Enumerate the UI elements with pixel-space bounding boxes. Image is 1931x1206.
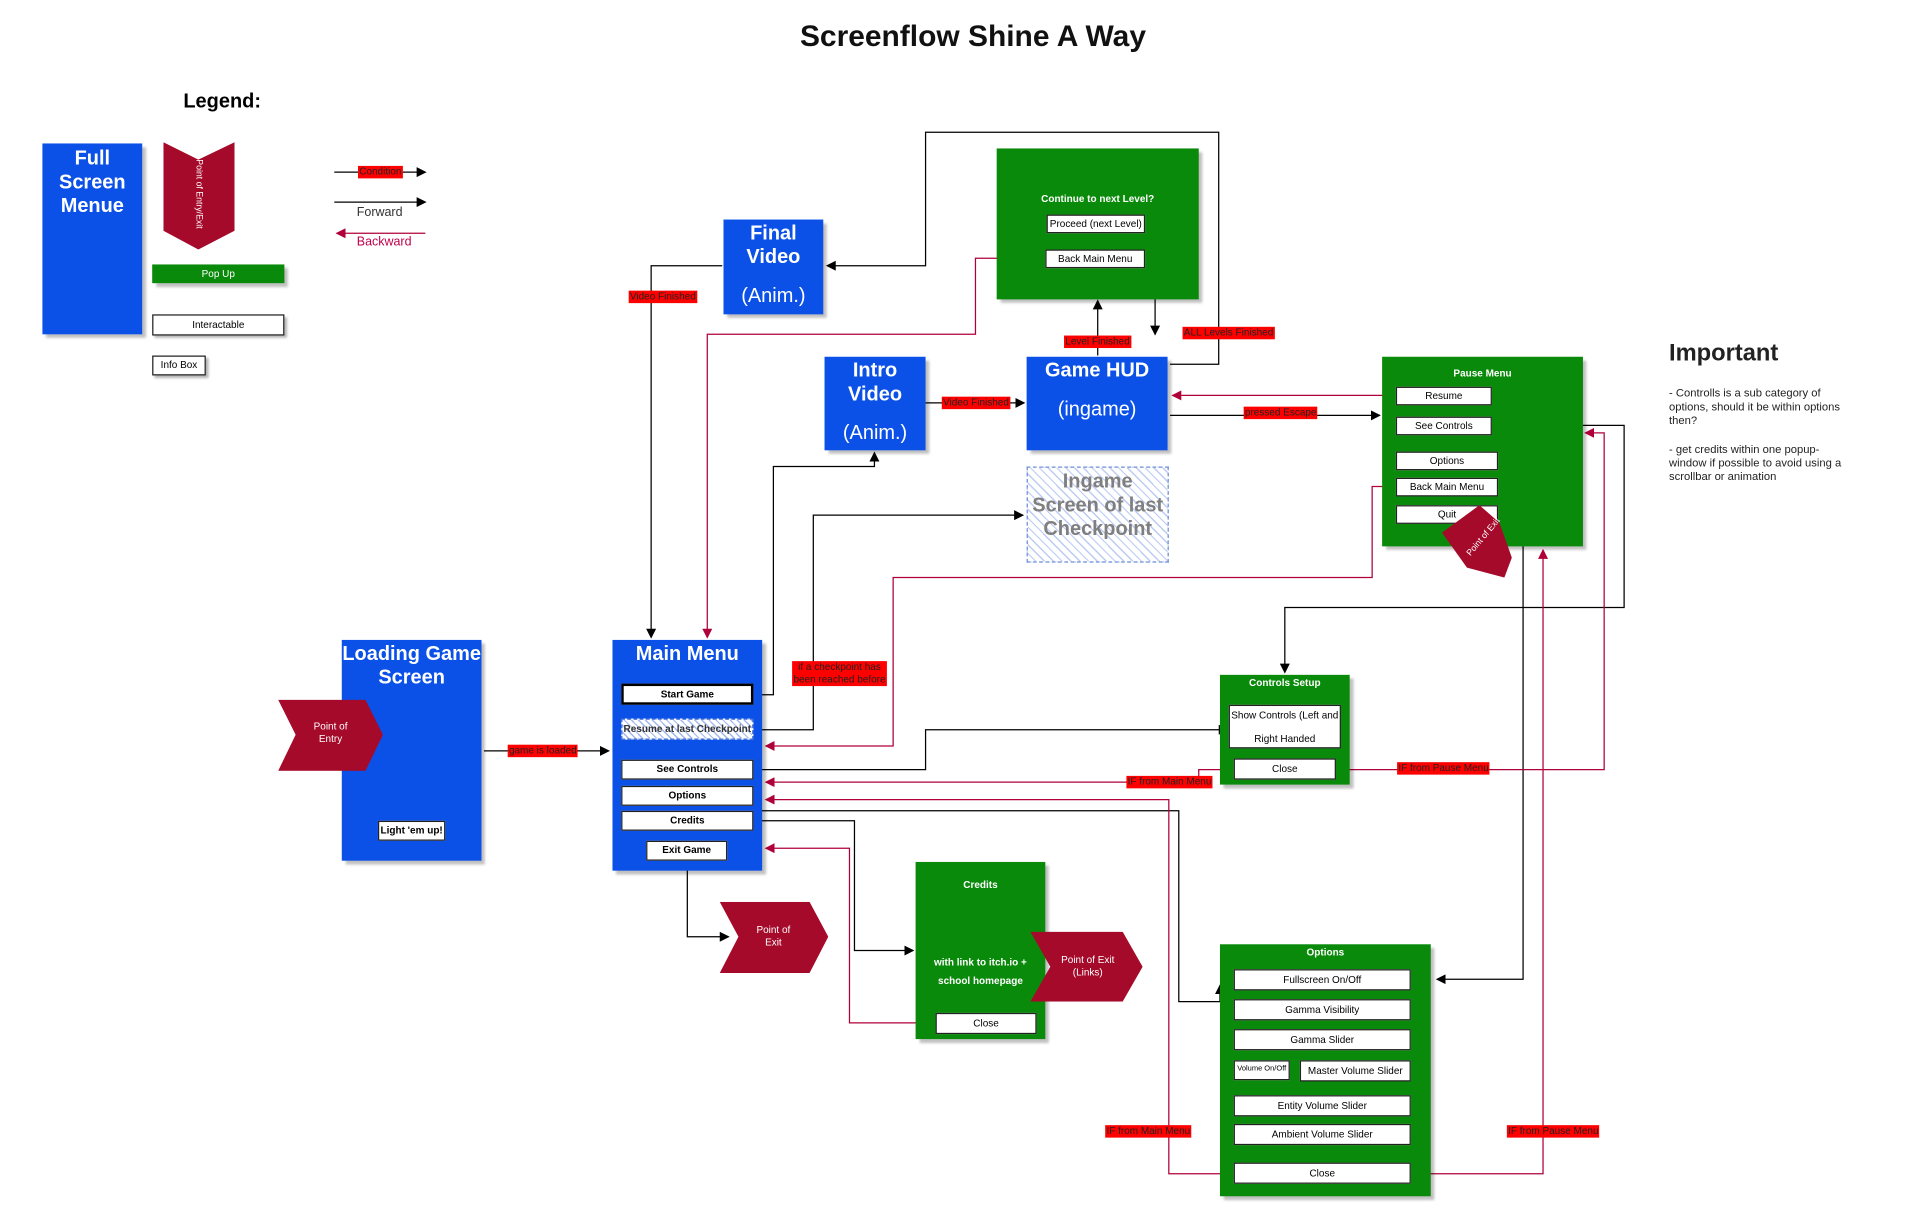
legend-popup: Pop Up [152, 264, 285, 284]
legend-full-screen-label: Full Screen Menue [59, 148, 126, 218]
legend-point-entry-exit-label: Point of Entry/Exit [193, 159, 203, 229]
legend-info-box: Info Box [152, 355, 206, 376]
point-of-exit-main: Point of Exit [719, 901, 829, 973]
legend-full-screen: Full Screen Menue [42, 143, 143, 335]
intro-video-title: Intro Video [848, 360, 903, 406]
gamma-slider[interactable]: Gamma Slider [1233, 1029, 1411, 1051]
options-close-button[interactable]: Close [1233, 1162, 1411, 1184]
controls-close-button[interactable]: Close [1233, 758, 1336, 780]
point-of-entry-label: Point of Entry [313, 720, 348, 745]
ambient-volume-slider[interactable]: Ambient Volume Slider [1233, 1123, 1411, 1146]
fullscreen-toggle[interactable]: Fullscreen On/Off [1233, 969, 1411, 991]
show-controls-info: Show Controls (Left and Right Handed [1228, 704, 1341, 749]
condition-video-finished-final: Video Finished [628, 290, 698, 304]
credits-button[interactable]: Credits [621, 810, 754, 831]
options-popup: Options Fullscreen On/Off Gamma Visibili… [1219, 944, 1431, 1197]
see-controls-button[interactable]: See Controls [621, 759, 754, 780]
exit-game-button[interactable]: Exit Game [646, 840, 728, 861]
gamma-visibility-control[interactable]: Gamma Visibility [1233, 999, 1411, 1021]
credits-body: with link to itch.io + school homepage [934, 956, 1027, 987]
pause-resume-button[interactable]: Resume [1395, 386, 1492, 406]
important-note-2: - get credits within one popup-window if… [1669, 442, 1842, 483]
legend-backward-label: Backward [356, 235, 412, 250]
point-of-exit-links: Point of Exit (Links) [1030, 931, 1143, 1002]
controls-setup-popup: Controls Setup Show Controls (Left and R… [1219, 674, 1350, 785]
page-title: Screenflow Shine A Way [799, 19, 1146, 54]
condition-all-levels-finished: ALL Levels Finished [1182, 326, 1275, 340]
checkpoint-title: Ingame Screen of last Checkpoint [1032, 471, 1164, 541]
options-button[interactable]: Options [621, 785, 754, 806]
entity-volume-slider[interactable]: Entity Volume Slider [1233, 1095, 1411, 1117]
important-note-1: - Controlls is a sub category of options… [1669, 386, 1841, 427]
legend-interactable: Interactable [152, 314, 285, 336]
light-em-up-button[interactable]: Light 'em up! [377, 820, 446, 841]
credits-close-button[interactable]: Close [935, 1012, 1037, 1035]
legend-popup-label: Pop Up [201, 268, 235, 280]
final-video-sub: (Anim.) [741, 285, 806, 307]
options-title: Options [1306, 946, 1345, 959]
volume-toggle[interactable]: Volume On/Off [1233, 1060, 1290, 1081]
game-hud-screen: Game HUD (ingame) [1026, 356, 1168, 451]
controls-setup-title: Controls Setup [1249, 677, 1321, 689]
checkpoint-screen: Ingame Screen of last Checkpoint [1026, 466, 1169, 563]
start-game-button[interactable]: Start Game [621, 683, 754, 705]
proceed-next-level-button[interactable]: Proceed (next Level) [1046, 214, 1146, 234]
continue-back-main-menu-button[interactable]: Back Main Menu [1045, 249, 1146, 269]
intro-video-screen: Intro Video (Anim.) [824, 356, 926, 451]
game-hud-title: Game HUD [1044, 360, 1150, 382]
condition-if-pause-options: IF from Pause Menu [1506, 1125, 1600, 1138]
condition-game-loaded: game is loaded [507, 744, 578, 758]
loading-title: Loading Game Screen [342, 643, 481, 689]
point-of-exit-links-label: Point of Exit (Links) [1061, 954, 1115, 978]
credits-title: Credits [963, 879, 998, 891]
point-of-entry: Point of Entry [278, 699, 383, 771]
condition-if-pause-controls: IF from Pause Menu [1397, 762, 1490, 775]
pause-title: Pause Menu [1453, 367, 1512, 380]
legend-condition-label: Condition [358, 165, 403, 179]
legend-forward-label: Forward [356, 205, 403, 220]
point-of-exit-pause: Point of Exit [1441, 505, 1512, 578]
main-menu-screen: Main Menu Start Game Resume at last Chec… [612, 639, 763, 871]
legend-point-entry-exit-icon: Point of Entry/Exit [163, 142, 235, 250]
legend-heading: Legend: [183, 91, 261, 113]
master-volume-slider[interactable]: Master Volume Slider [1299, 1060, 1411, 1082]
resume-checkpoint-button[interactable]: Resume at last Checkpoint [621, 718, 754, 740]
condition-if-main-menu-options: IF from Main Menu [1105, 1125, 1192, 1138]
point-of-exit-main-label: Point of Exit [756, 924, 791, 949]
final-video-title: Final Video [746, 223, 801, 269]
pause-menu-popup: Pause Menu Resume See Controls Options B… [1382, 356, 1583, 547]
final-video-screen: Final Video (Anim.) [723, 219, 824, 315]
continue-popup: Continue to next Level? Proceed (next Le… [996, 148, 1199, 300]
main-menu-title: Main Menu [635, 643, 739, 665]
pause-back-main-menu-button[interactable]: Back Main Menu [1395, 477, 1499, 497]
pause-see-controls-button[interactable]: See Controls [1395, 416, 1492, 436]
important-heading: Important [1669, 340, 1779, 367]
credits-popup: Credits with link to itch.io + school ho… [915, 861, 1046, 1040]
condition-checkpoint-reached: if a checkpoint has been reached before [792, 661, 887, 687]
condition-if-main-menu-controls: IF from Main Menu [1126, 775, 1213, 789]
condition-pressed-escape: pressed Escape [1243, 406, 1318, 420]
intro-video-sub: (Anim.) [842, 422, 908, 445]
continue-title: Continue to next Level? [1041, 193, 1155, 205]
game-hud-sub: (ingame) [1057, 399, 1137, 421]
condition-level-finished: Level Finished [1064, 335, 1131, 349]
condition-video-finished-intro: Video Finished [941, 396, 1011, 410]
pause-options-button[interactable]: Options [1395, 451, 1499, 471]
